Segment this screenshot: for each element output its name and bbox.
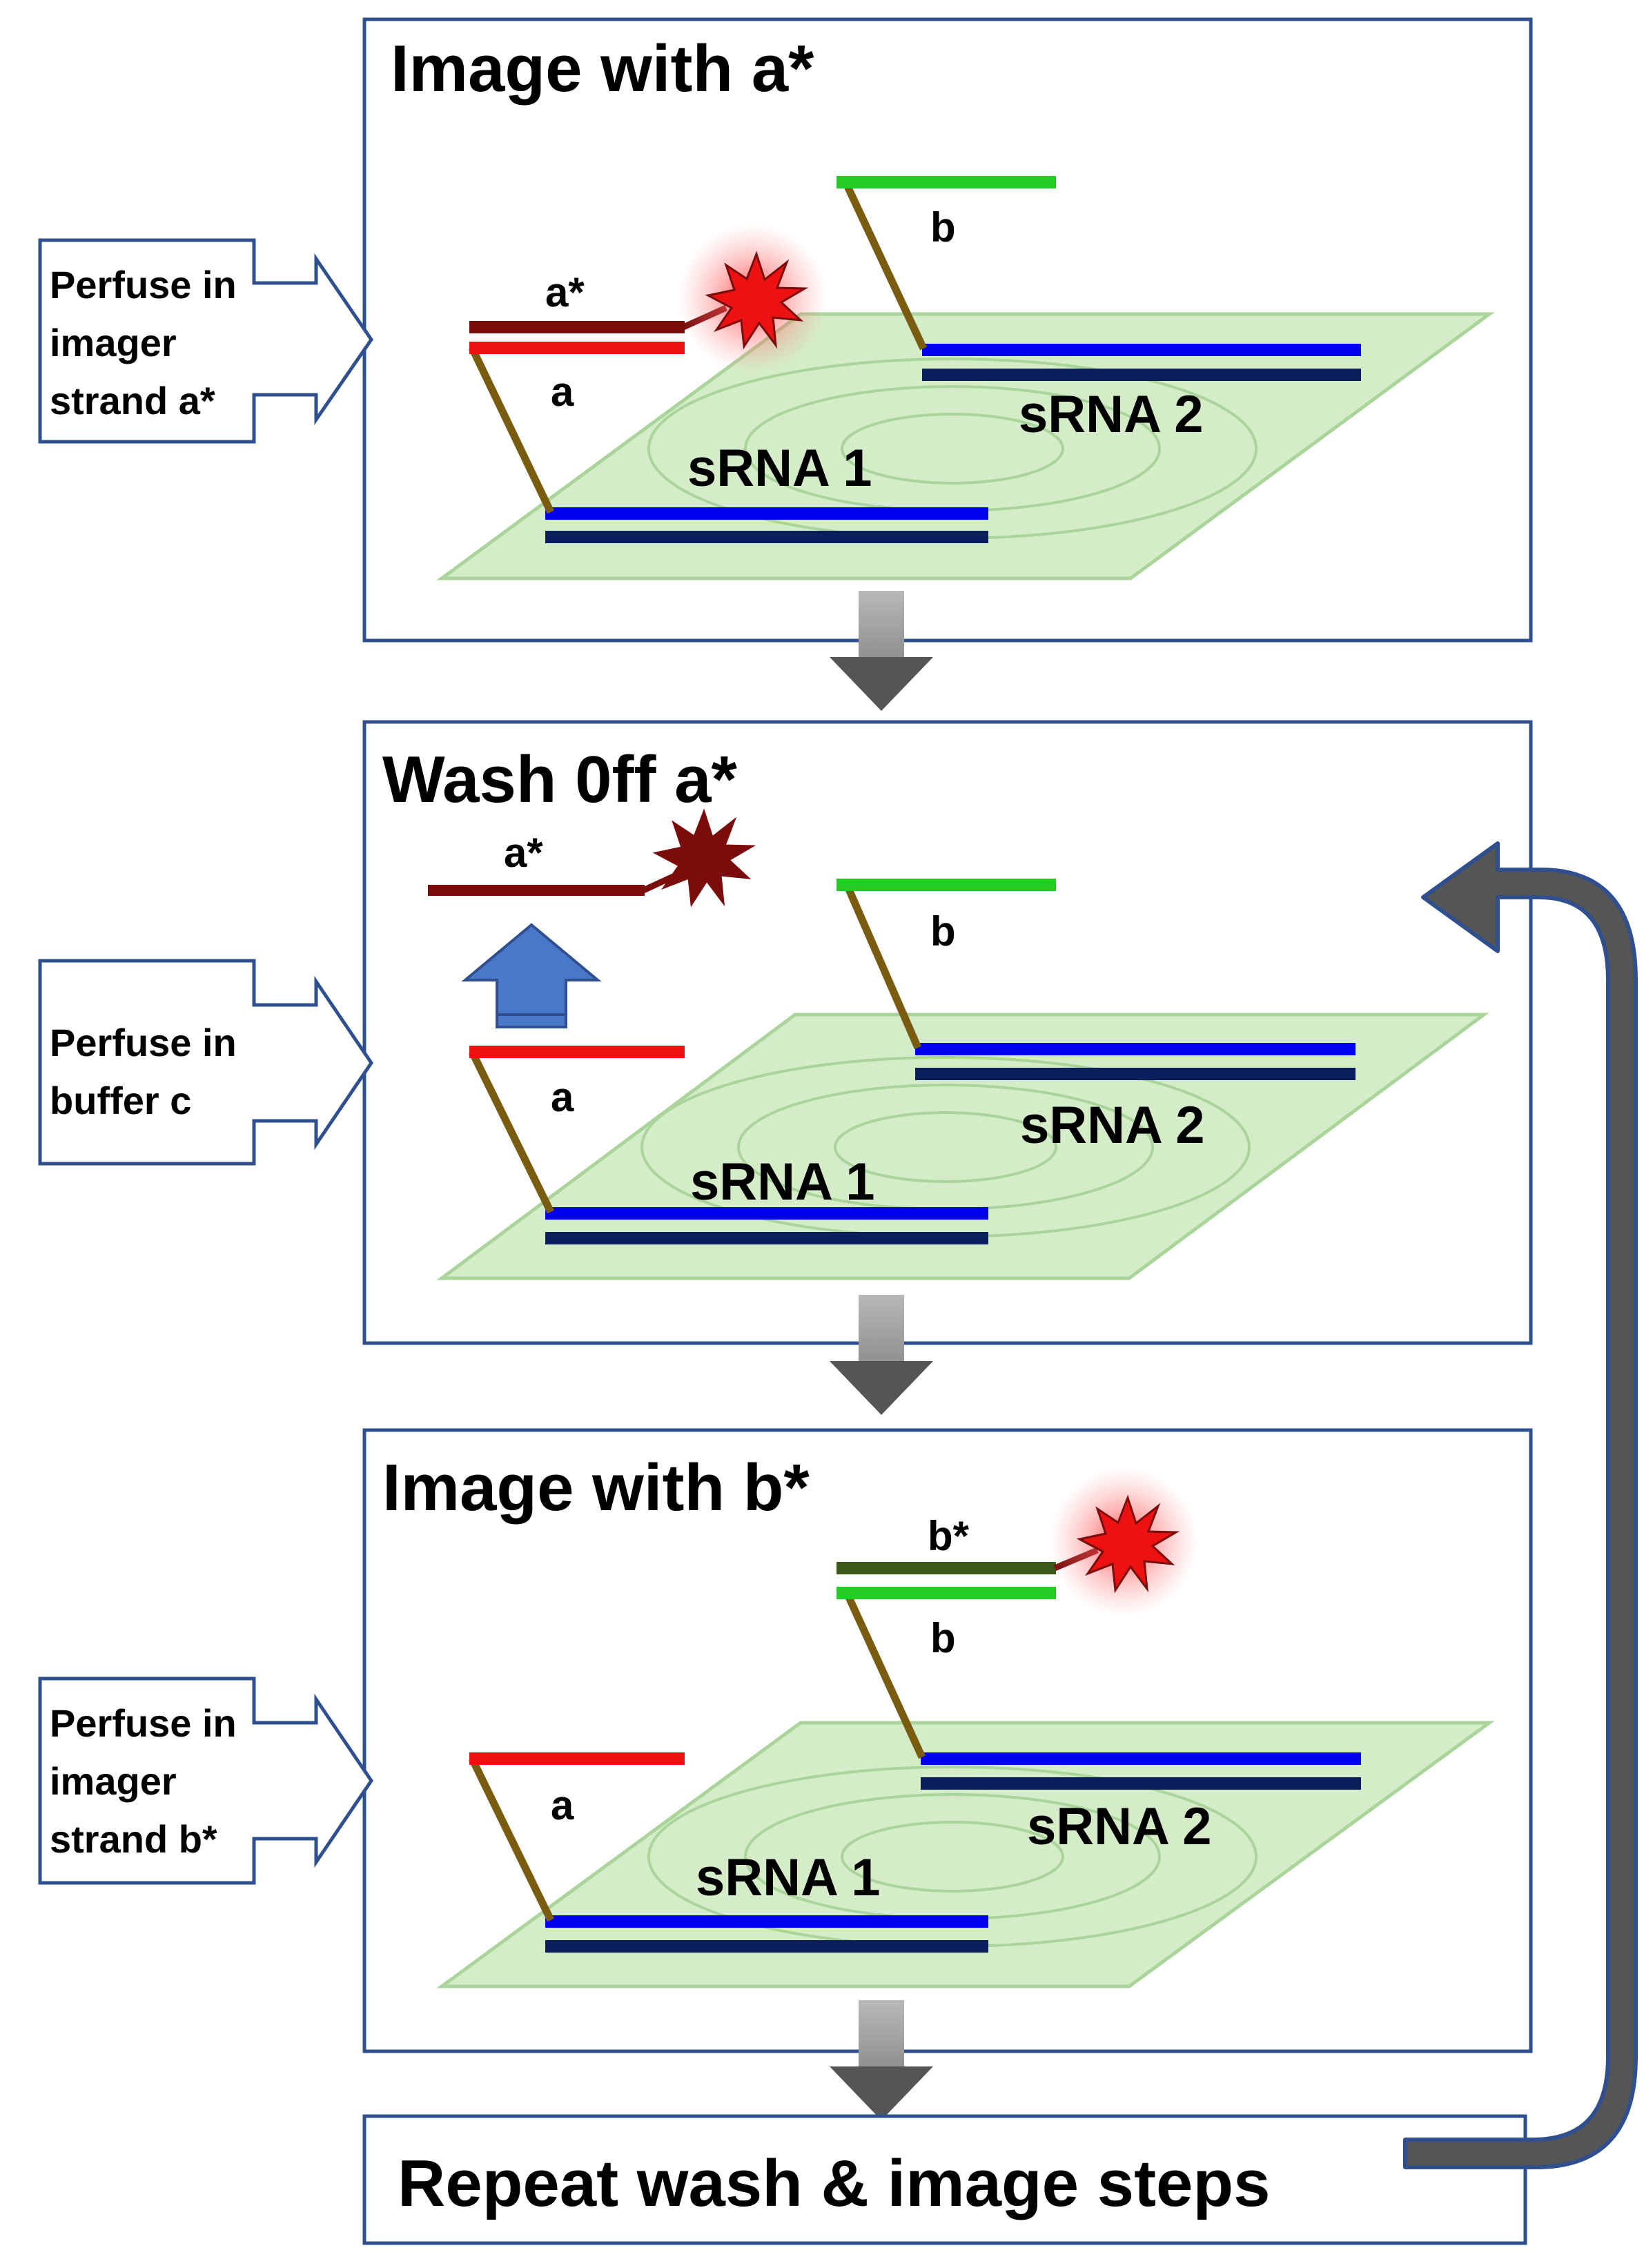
linker-a: [469, 1050, 554, 1214]
label-srna2: sRNA 2: [1019, 385, 1203, 444]
surface-ring: [841, 413, 1064, 485]
perfuse-line: Perfuse in: [50, 263, 237, 306]
perfuse-line: Perfuse in: [50, 1021, 237, 1064]
curved-return-arrow-icon: [1403, 841, 1638, 2169]
down-arrow-icon: [830, 591, 933, 711]
label-imager: a*: [504, 830, 543, 876]
linker-b: [843, 884, 922, 1050]
label-srna1: sRNA 1: [687, 439, 872, 498]
label-imager: a*: [545, 269, 585, 315]
panel-image-with-a: Image with a* a* a b sRNA 1 sRNA 2: [362, 17, 1533, 643]
up-arrow-icon: [461, 923, 602, 1028]
label-srna2: sRNA 2: [1027, 1797, 1211, 1856]
perfuse-callout-3: Perfuse in imager strand b*: [38, 1676, 374, 1885]
perfuse-callout-1: Perfuse in imager strand a*: [38, 238, 374, 444]
starburst-icon: [705, 251, 809, 350]
linker-b: [844, 184, 927, 351]
perfuse-line: strand b*: [50, 1817, 217, 1861]
perfuse-line: buffer c: [50, 1079, 191, 1122]
starburst-icon: [1076, 1494, 1180, 1594]
label-b: b: [930, 204, 956, 251]
linker-b: [843, 1592, 926, 1759]
label-a: a: [551, 1074, 574, 1120]
label-b: b: [930, 908, 956, 955]
linker-a: [469, 346, 554, 514]
label-srna2: sRNA 2: [1020, 1096, 1204, 1155]
perfuse-callout-2: Perfuse in buffer c: [38, 959, 374, 1166]
repeat-label: Repeat wash & image steps: [398, 2147, 1270, 2220]
repeat-step-box: Repeat wash & image steps: [362, 2114, 1527, 2245]
perfuse-line: strand a*: [50, 379, 215, 422]
right-arrow-callout-icon: [38, 1676, 374, 1885]
linker-a: [469, 1757, 554, 1922]
panel-title: Image with a*: [391, 32, 814, 106]
right-arrow-callout-icon: [38, 959, 374, 1166]
panel-wash-off-a: Wash 0ff a* a* a b sRNA 1 sRNA 2: [362, 720, 1533, 1345]
surface-ring: [841, 1821, 1064, 1893]
label-srna1: sRNA 1: [690, 1153, 874, 1211]
right-arrow-callout-icon: [38, 238, 374, 444]
down-arrow-icon: [830, 1295, 933, 1415]
label-srna1: sRNA 1: [696, 1848, 880, 1907]
starburst-icon: [652, 808, 756, 908]
label-a: a: [551, 1782, 574, 1828]
label-imager: b*: [928, 1513, 970, 1559]
perfuse-line: imager: [50, 1759, 177, 1803]
repeat-frame: [362, 2114, 1527, 2245]
panel-title: Wash 0ff a*: [382, 743, 738, 817]
perfuse-line: Perfuse in: [50, 1701, 237, 1745]
down-arrow-icon: [830, 2000, 933, 2120]
surface-ring: [834, 1111, 1057, 1183]
panel-image-with-b: Image with b* b* a b sRNA 1 sRNA 2: [362, 1428, 1533, 2053]
label-a: a: [551, 369, 574, 415]
perfuse-line: imager: [50, 321, 177, 364]
label-b: b: [930, 1615, 956, 1661]
panel-title: Image with b*: [382, 1451, 810, 1525]
